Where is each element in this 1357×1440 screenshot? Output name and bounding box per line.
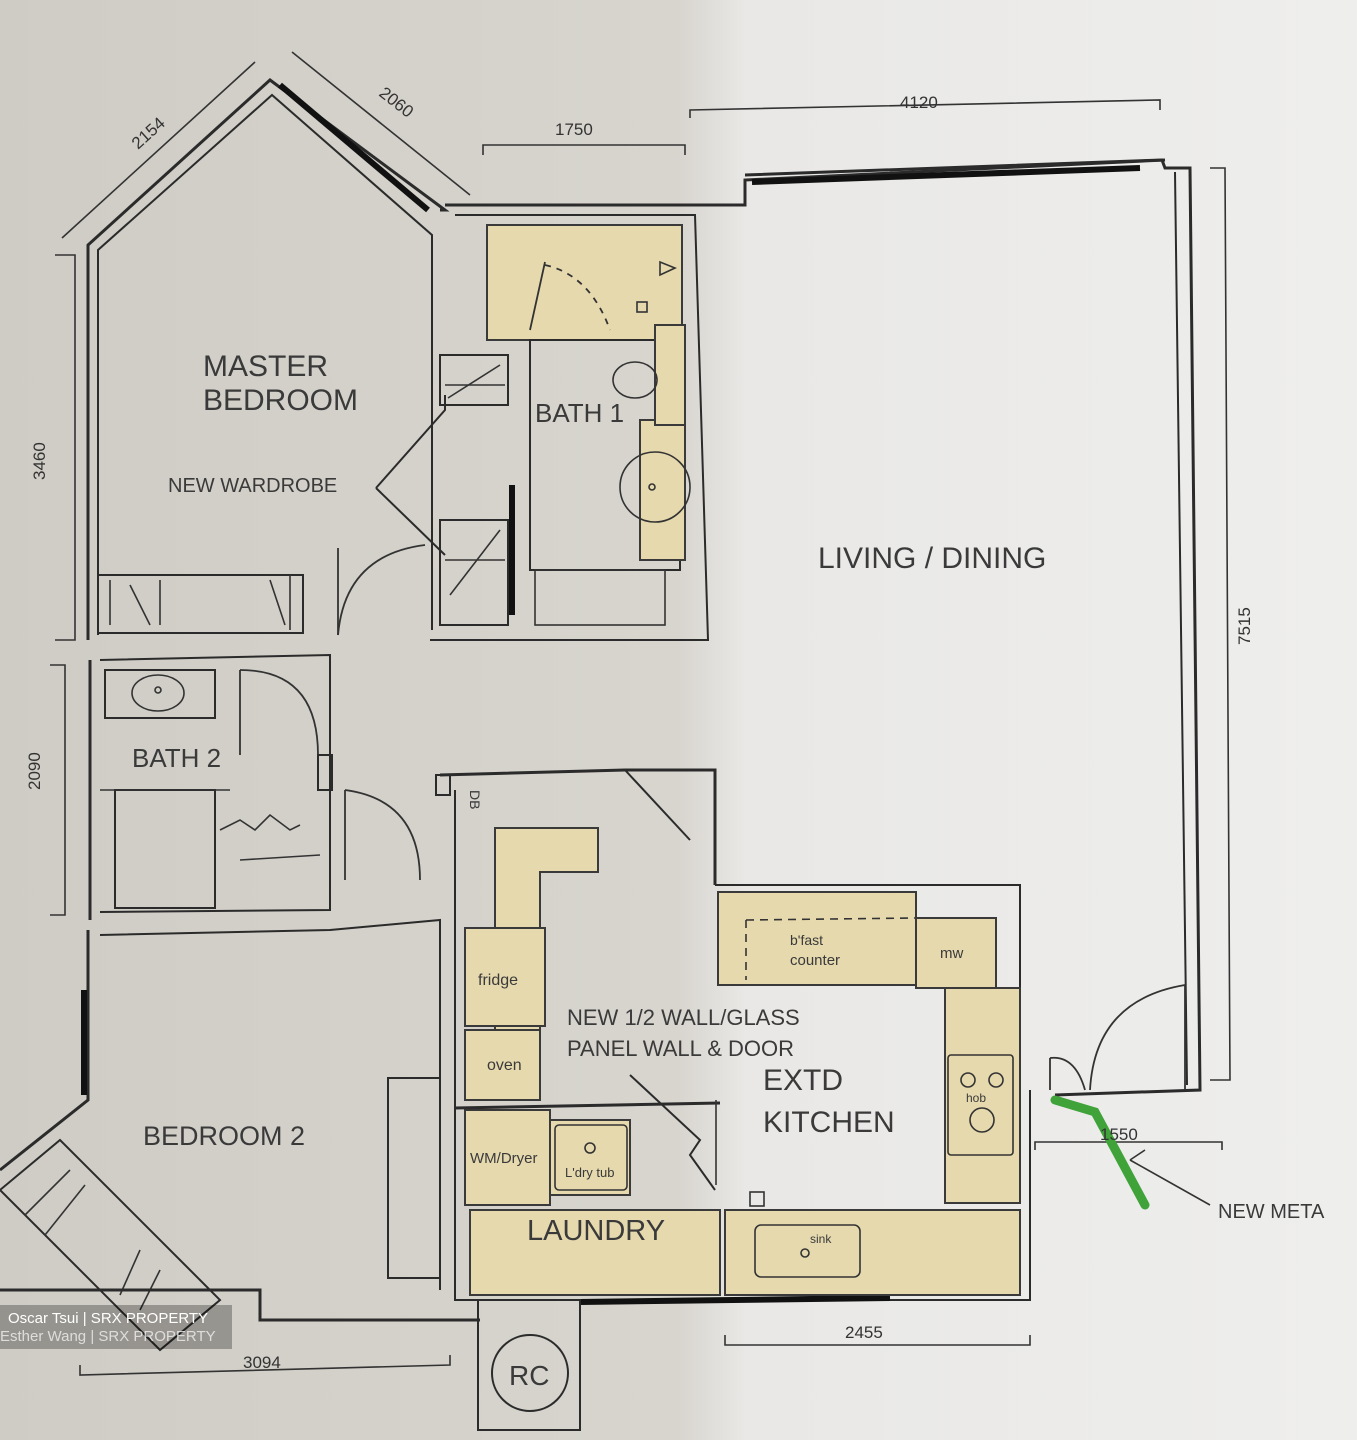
- dim-2090: 2090: [25, 752, 44, 790]
- hob-label: hob: [966, 1091, 986, 1105]
- watermark-line1: Oscar Tsui | SRX PROPERTY: [8, 1310, 208, 1327]
- bfast-label-line2: counter: [790, 952, 840, 969]
- new-wardrobe-shape: [375, 354, 515, 626]
- oven-label: oven: [487, 1057, 522, 1074]
- mw-label: mw: [940, 945, 963, 962]
- db-label: DB: [467, 790, 483, 809]
- entrance-door: [1034, 984, 1223, 1150]
- corridor-door: [344, 774, 451, 881]
- refuse-chute: [477, 1299, 581, 1431]
- dim-2455: 2455: [845, 1323, 883, 1342]
- bath1-walls: [430, 158, 1166, 641]
- new-wall-note-line1: NEW 1/2 WALL/GLASS: [567, 1005, 800, 1030]
- dim-3460: 3460: [30, 442, 49, 480]
- laundry-tub-label: L'dry tub: [565, 1165, 614, 1180]
- kitchen-cabinets: [454, 827, 1021, 1296]
- living-walls: [482, 99, 1231, 1097]
- fridge-label: fridge: [478, 972, 518, 989]
- watermark-bg: [0, 1305, 232, 1349]
- dim-7515: 7515: [1235, 607, 1254, 645]
- bath1-label: BATH 1: [535, 398, 624, 428]
- new-metal-gate-marker: [1050, 1095, 1150, 1210]
- bedroom2-walls: [0, 918, 480, 1352]
- master-door: [337, 544, 426, 636]
- wardrobe-bed-block: [97, 574, 304, 634]
- wm-dryer-label: WM/Dryer: [470, 1150, 538, 1167]
- extd-kitchen-label-line1: EXTD: [763, 1064, 843, 1097]
- living-dining-label: LIVING / DINING: [818, 542, 1046, 575]
- dim-1550: 1550: [1100, 1125, 1138, 1144]
- bath2-label: BATH 2: [132, 743, 221, 773]
- new-wardrobe-label: NEW WARDROBE: [168, 475, 337, 497]
- dim-4120: 4120: [900, 93, 938, 112]
- bedroom2-label: BEDROOM 2: [143, 1121, 305, 1151]
- laundry-label: LAUNDRY: [527, 1215, 665, 1247]
- dim-1750: 1750: [555, 120, 593, 139]
- new-wall-note-line2: PANEL WALL & DOOR: [567, 1036, 794, 1061]
- bath2-walls: [50, 653, 333, 920]
- bedroom2-wardrobe: [0, 1138, 222, 1352]
- master-window: [278, 82, 430, 213]
- master-bedroom-label-line2: BEDROOM: [203, 384, 358, 417]
- extd-kitchen-label-line2: KITCHEN: [763, 1106, 895, 1139]
- new-metal-note: NEW META: [1218, 1201, 1325, 1223]
- dim-3094: 3094: [243, 1353, 281, 1372]
- watermark-line2: Esther Wang | SRX PROPERTY: [0, 1328, 216, 1345]
- master-bedroom-label-line1: MASTER: [203, 350, 328, 383]
- sink-label: sink: [810, 1232, 832, 1246]
- bfast-label-line1: b'fast: [790, 932, 823, 948]
- master-bedroom-walls: [55, 51, 471, 641]
- rc-label: RC: [509, 1360, 549, 1391]
